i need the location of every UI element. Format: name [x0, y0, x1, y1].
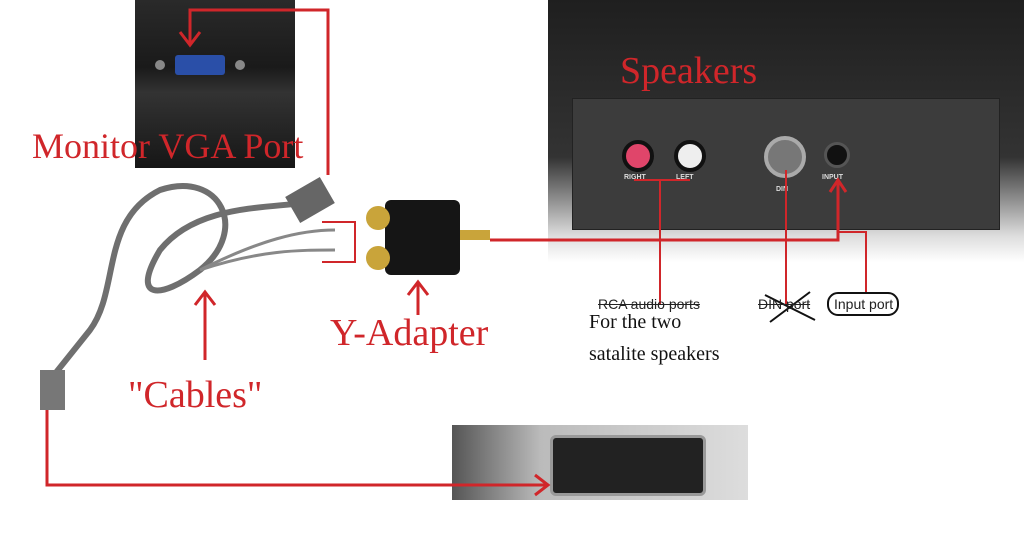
din-cross-icon — [764, 291, 816, 323]
input-label: INPUT — [822, 174, 843, 181]
speakers-label: Speakers — [620, 50, 758, 92]
audio-connection-line — [490, 180, 840, 242]
console-av-port-photo — [452, 425, 748, 500]
din-port-label: DIN port — [758, 296, 811, 312]
cables-label: "Cables" — [128, 374, 263, 416]
y-adapter-arrow — [406, 279, 430, 315]
cables-arrow — [193, 289, 217, 360]
y-adapter-label: Y-Adapter — [330, 312, 489, 354]
rca-pointer-line — [634, 179, 690, 305]
monitor-vga-port-label: Monitor VGA Port — [32, 126, 304, 166]
vga-port — [175, 55, 225, 75]
rca-right-jack — [622, 140, 654, 172]
av-cable — [47, 183, 336, 382]
vga-plug — [285, 177, 335, 223]
rca-left-jack — [674, 140, 706, 172]
input-jack — [824, 142, 850, 168]
right-label: RIGHT — [624, 174, 646, 181]
input-pointer-line — [838, 231, 867, 292]
monitor-photo — [135, 0, 295, 168]
for-the-two-text: For the two — [589, 311, 682, 333]
av-connection-line — [45, 410, 548, 487]
av-connector — [550, 435, 706, 496]
y-adapter-image — [366, 200, 490, 275]
left-label: LEFT — [676, 174, 694, 181]
din-label: DIN — [776, 186, 789, 193]
input-port-label: Input port — [834, 296, 894, 312]
input-port-circle — [827, 292, 899, 316]
av-plug — [40, 370, 65, 410]
rca-audio-ports-label: RCA audio ports — [598, 296, 700, 312]
satalite-speakers-text: satalite speakers — [589, 343, 720, 365]
vga-connection-line — [188, 8, 330, 175]
